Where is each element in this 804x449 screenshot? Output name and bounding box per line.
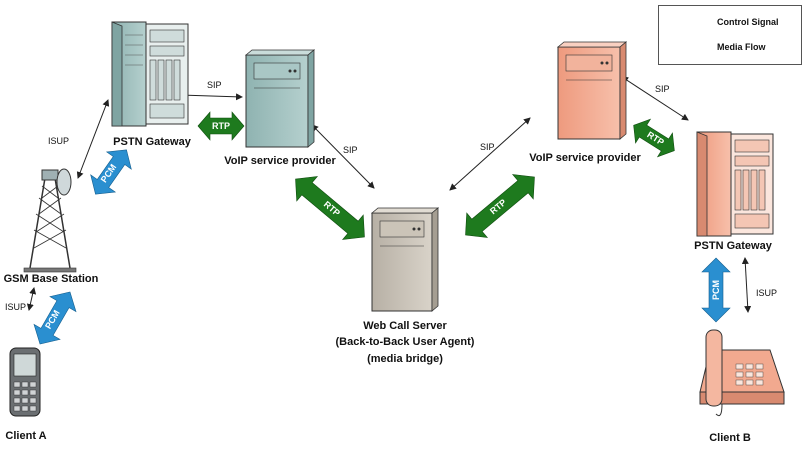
isup-link-client-a-gsm	[26, 287, 37, 311]
rtp-arrow-server-voip-right	[465, 174, 535, 238]
web-call-server-role-label: (Back-to-Back User Agent)	[335, 336, 475, 348]
rtp-arrow-voip-right-gateway	[633, 118, 675, 158]
rtp-label-1: RTP	[212, 121, 230, 131]
pstn-gateway-right-label: PSTN Gateway	[694, 240, 772, 252]
voip-left-label: VoIP service provider	[224, 155, 336, 167]
desk-phone-icon	[699, 329, 785, 417]
sip-link-server-voip-right	[449, 117, 531, 191]
sip-label-3: SIP	[480, 142, 495, 152]
voip-right-label: VoIP service provider	[529, 152, 641, 164]
rtp-arrow-gateway-voip-left	[197, 111, 245, 141]
legend-control-signal-label: Control Signal	[717, 17, 779, 27]
media-labels: RTP RTP RTP RTP PCM PCM PCM	[43, 121, 721, 331]
media-flow-arrows	[33, 111, 731, 345]
pstn-gateway-left-label: PSTN Gateway	[113, 136, 191, 148]
pcm-label-3: PCM	[711, 280, 721, 300]
client-b-label: Client B	[709, 432, 751, 444]
legend-media-flow-label: Media Flow	[717, 42, 766, 52]
isup-link-gateway-client-b	[741, 257, 752, 313]
pcm-arrow-gateway-client-b	[701, 257, 731, 323]
sip-link-gateway-voip-left	[179, 91, 243, 101]
isup-label-2: ISUP	[5, 302, 27, 312]
sip-label-4: SIP	[655, 84, 670, 94]
gsm-tower-icon	[23, 168, 77, 273]
isup-label-1: ISUP	[48, 136, 70, 146]
client-a-label: Client A	[5, 430, 47, 442]
pstn-gateway-left-icon	[111, 21, 189, 127]
isup-link-gsm-gateway-left	[76, 99, 110, 179]
voip-server-right-icon	[556, 41, 628, 140]
legend-box: Control Signal Media Flow	[658, 5, 802, 65]
rtp-arrow-voip-left-server	[295, 176, 365, 240]
isup-label-3: ISUP	[756, 288, 778, 298]
sip-link-voip-left-server	[311, 124, 375, 189]
web-call-server-label: Web Call Server	[363, 320, 447, 332]
web-call-server-media-bridge-label: (media bridge)	[367, 353, 443, 365]
gsm-base-station-label: GSM Base Station	[3, 273, 99, 285]
voip-server-left-icon	[244, 49, 316, 148]
web-call-server-icon	[370, 207, 440, 312]
pcm-arrow-gsm-client-a	[33, 291, 77, 345]
pcm-arrow-gateway-gsm	[90, 149, 132, 195]
sip-label-1: SIP	[207, 80, 222, 90]
mobile-phone-icon	[9, 347, 41, 417]
pstn-gateway-right-icon	[696, 131, 774, 237]
sip-link-voip-right-gateway	[621, 76, 689, 121]
control-signal-lines	[26, 76, 752, 313]
sip-label-2: SIP	[343, 145, 358, 155]
